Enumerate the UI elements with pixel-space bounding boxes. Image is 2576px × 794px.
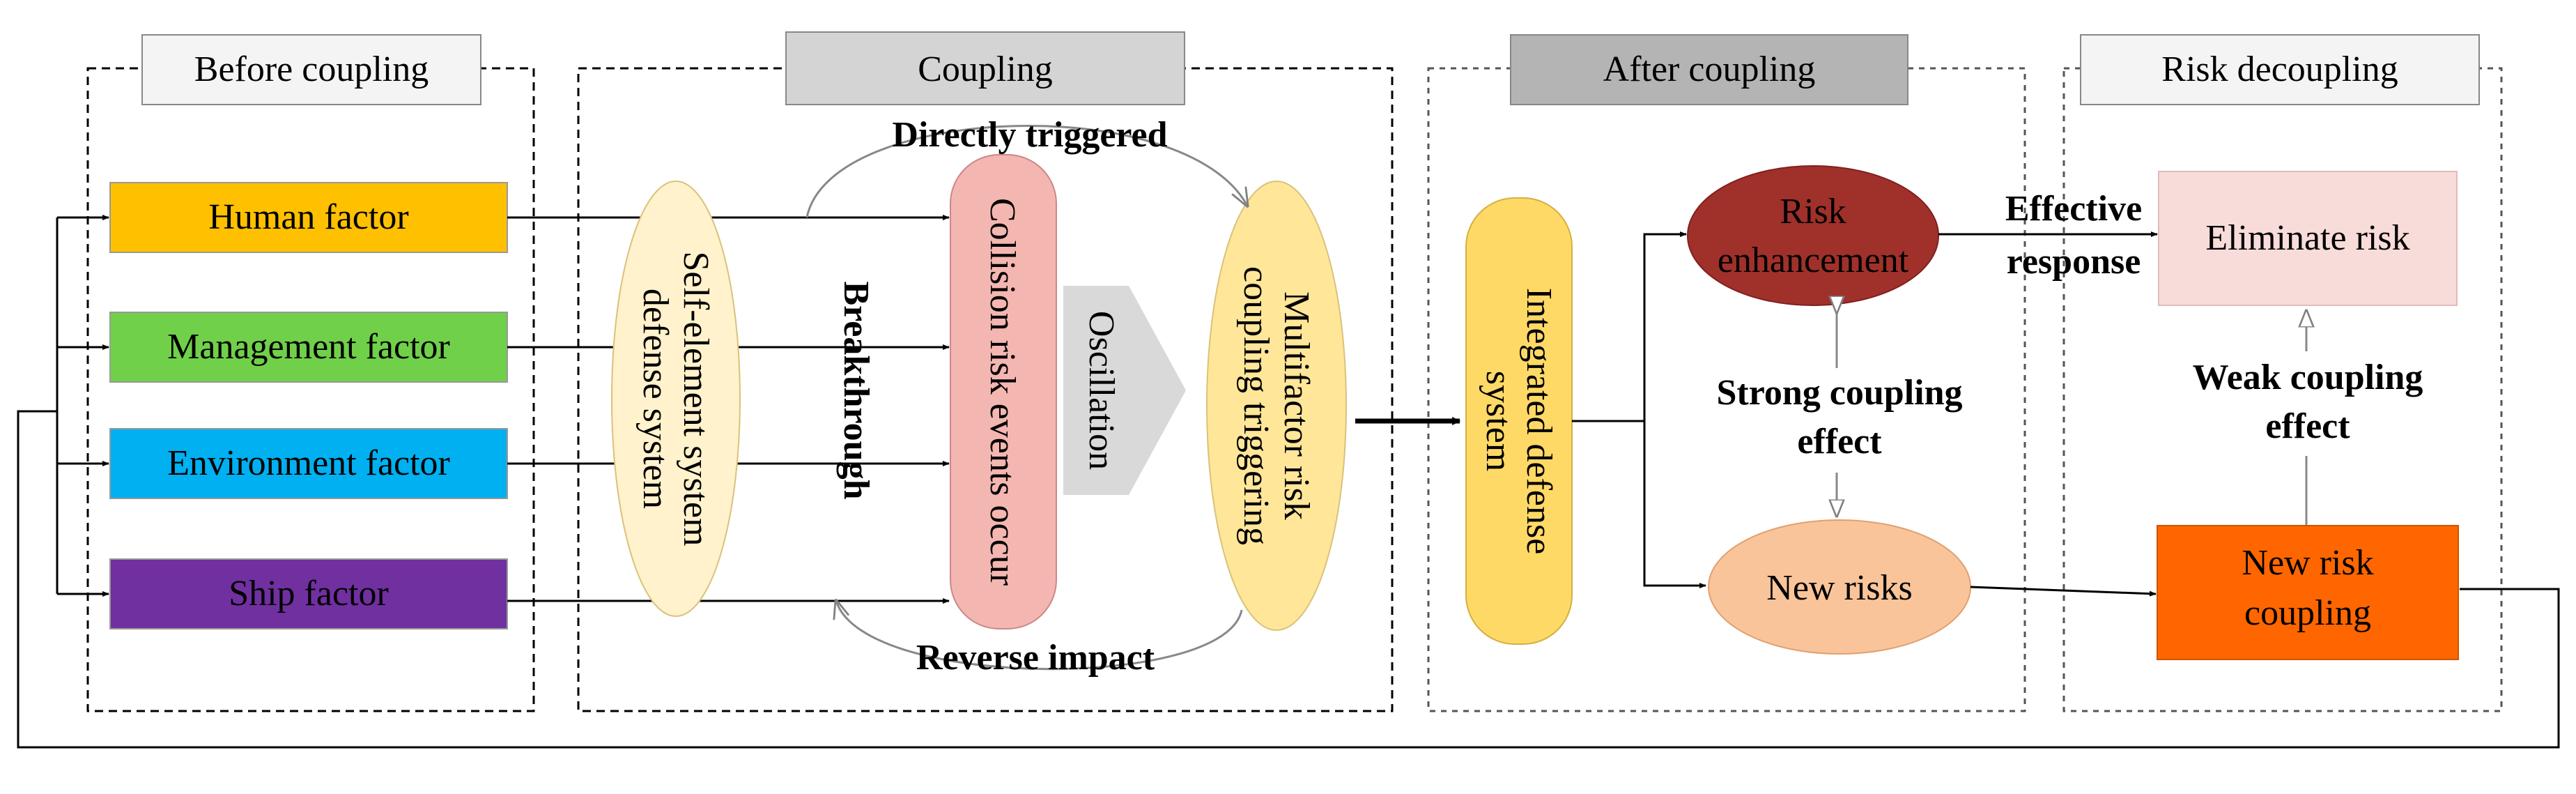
strong-coupling-label-bg xyxy=(1693,368,1986,473)
arrow-to-new-coupling xyxy=(1970,586,2157,597)
integrated-defense-node: Integrated defense system xyxy=(1465,197,1573,645)
multifactor-label-2: coupling triggering xyxy=(1236,266,1276,545)
reverse-impact-label: Reverse impact xyxy=(916,638,1155,678)
section-header-before: Before coupling xyxy=(141,34,481,105)
section-after-frame xyxy=(1427,67,2026,712)
section-title-coupling: Coupling xyxy=(918,49,1053,89)
oscillation-label: Oscillation xyxy=(1081,311,1121,470)
self-element-label-2: defense system xyxy=(635,289,675,509)
breakthrough-label: Breakthrough xyxy=(836,281,876,499)
new-coupling-label-2: coupling xyxy=(2244,593,2371,633)
environment-factor-box: Environment factor xyxy=(109,428,508,499)
feedback-loop-line xyxy=(17,410,2560,749)
collision-label: Collision risk events occur xyxy=(982,198,1022,586)
arrow-to-risk-enhancement xyxy=(1572,231,1687,422)
management-factor-box: Management factor xyxy=(109,312,508,383)
self-element-defense-node: Self-element system defense system xyxy=(611,181,741,617)
multifactor-label-1: Multifactor risk xyxy=(1277,291,1316,520)
environment-factor-label: Environment factor xyxy=(167,443,450,483)
directly-triggered-arrow xyxy=(805,124,1247,218)
collision-risk-node: Collision risk events occur xyxy=(950,154,1057,629)
section-title-before: Before coupling xyxy=(194,49,429,89)
integrated-label-1: Integrated defense xyxy=(1519,288,1559,555)
human-factor-label: Human factor xyxy=(208,197,408,237)
weak-coupling-label-2: effect xyxy=(2265,406,2350,446)
multifactor-coupling-node: Multifactor risk coupling triggering xyxy=(1206,181,1347,631)
new-risk-coupling-node: New risk coupling xyxy=(2157,525,2459,660)
ship-factor-label: Ship factor xyxy=(229,574,389,613)
section-title-decoupling: Risk decoupling xyxy=(2161,49,2398,89)
directly-triggered-label: Directly triggered xyxy=(892,115,1167,155)
risk-enhancement-label-2: enhancement xyxy=(1718,241,1909,280)
effective-label-1: Effective xyxy=(2005,189,2142,229)
self-element-label-1: Self-element system xyxy=(676,251,716,546)
weak-coupling-label-bg xyxy=(2173,351,2444,456)
new-coupling-label-1: New risk xyxy=(2242,543,2373,583)
eliminate-risk-label: Eliminate risk xyxy=(2205,218,2409,258)
management-factor-label: Management factor xyxy=(167,327,450,367)
reverse-impact-arrow xyxy=(836,601,1243,671)
integrated-label-2: system xyxy=(1479,371,1518,471)
arrow-to-new-risks xyxy=(1643,421,1706,588)
human-factor-box: Human factor xyxy=(109,182,508,253)
section-header-after: After coupling xyxy=(1510,34,1908,105)
risk-enhancement-node: Risk enhancement xyxy=(1687,165,1939,306)
eliminate-risk-node: Eliminate risk xyxy=(2158,171,2458,306)
risk-enhancement-label-1: Risk xyxy=(1780,192,1846,231)
section-header-coupling: Coupling xyxy=(785,31,1185,105)
section-decoupling-frame xyxy=(2062,67,2503,712)
section-header-decoupling: Risk decoupling xyxy=(2080,34,2480,105)
oscillation-arrow: Oscillation xyxy=(1063,286,1186,495)
new-risks-label: New risks xyxy=(1766,568,1912,608)
new-risks-node: New risks xyxy=(1708,519,1971,655)
weak-coupling-label-1: Weak coupling xyxy=(2193,358,2423,397)
ship-factor-box: Ship factor xyxy=(109,558,508,629)
strong-coupling-label-1: Strong coupling xyxy=(1716,373,1962,413)
strong-coupling-label-2: effect xyxy=(1797,422,1882,461)
section-title-after: After coupling xyxy=(1603,49,1816,89)
effective-label-2: response xyxy=(2007,242,2141,282)
